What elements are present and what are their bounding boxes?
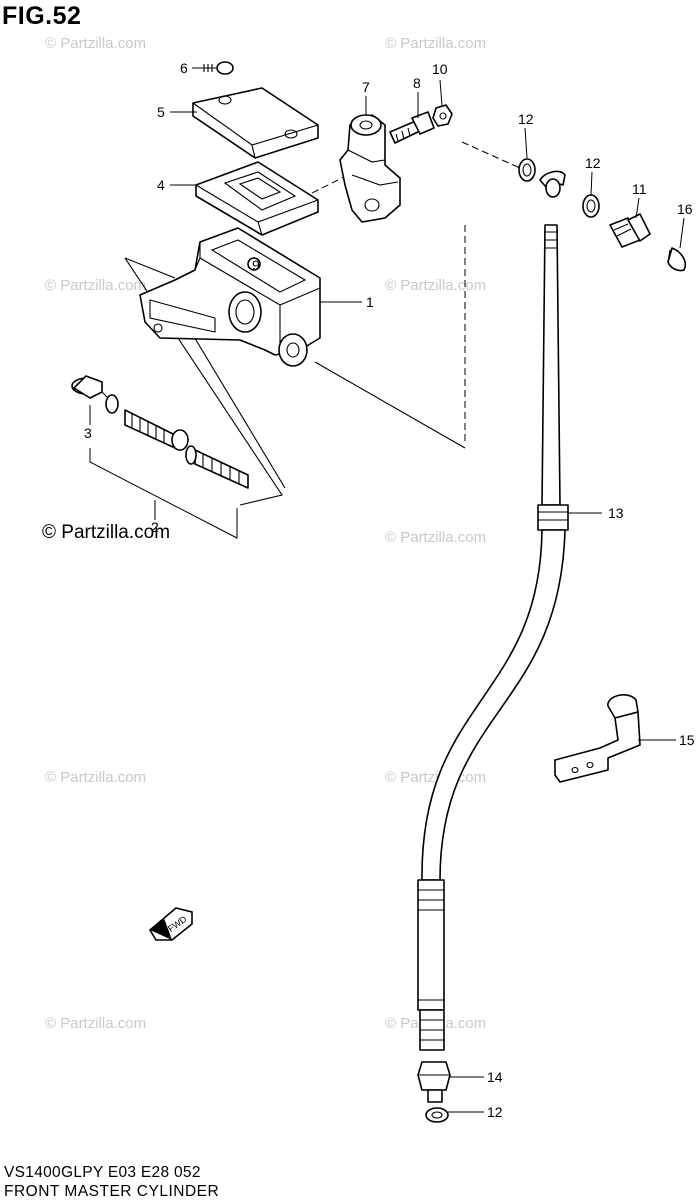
watermark: © Partzilla.com xyxy=(45,1015,146,1032)
part-4-diaphragm xyxy=(195,161,319,236)
part-8-bolt xyxy=(389,111,435,144)
watermark: © Partzilla.com xyxy=(45,277,146,294)
watermark: © Partzilla.com xyxy=(385,277,486,294)
figure-caption: FRONT MASTER CYLINDER xyxy=(4,1183,220,1200)
callout-14: 14 xyxy=(487,1069,503,1085)
callout-numbers: 6 5 4 7 8 10 12 12 11 16 1 9 3 2 13 15 1… xyxy=(84,60,695,1120)
fwd-arrow-icon: FWD xyxy=(148,907,193,941)
callout-6: 6 xyxy=(180,60,188,76)
part-13-brake-hose xyxy=(417,170,569,1051)
part-3-boot xyxy=(71,375,119,414)
callout-9: 9 xyxy=(252,257,260,273)
watermark: © Partzilla.com xyxy=(385,35,486,52)
callout-1: 1 xyxy=(366,294,374,310)
part-7-lever-holder xyxy=(339,114,401,223)
callout-11: 11 xyxy=(632,181,647,197)
part-12-washer-lower xyxy=(425,1107,449,1123)
callout-8: 8 xyxy=(413,75,421,91)
part-11-union-bolt xyxy=(609,213,651,248)
callout-4: 4 xyxy=(157,177,165,193)
watermark: © Partzilla.com xyxy=(45,769,146,786)
callout-5: 5 xyxy=(157,104,165,120)
watermark: © Partzilla.com xyxy=(45,35,146,52)
callout-13: 13 xyxy=(608,505,624,521)
part-6-screw xyxy=(199,61,234,75)
part-16-cap xyxy=(667,247,687,272)
part-15-hose-clamp xyxy=(554,694,641,783)
part-14-fitting xyxy=(417,1061,451,1103)
callout-3: 3 xyxy=(84,425,92,441)
part-12-washer-middle xyxy=(582,194,600,218)
watermark: © Partzilla.com xyxy=(385,529,486,546)
brand-mark: © Partzilla.com xyxy=(42,522,171,543)
figure-title: FIG.52 xyxy=(2,2,82,30)
callout-12-middle: 12 xyxy=(585,155,601,171)
callout-10: 10 xyxy=(432,61,448,77)
part-12-washer-upper xyxy=(518,158,536,182)
part-10-nut xyxy=(432,104,453,127)
part-5-reservoir-cap xyxy=(192,87,319,159)
part-2-piston-assembly xyxy=(124,409,249,489)
part-1-master-cylinder xyxy=(139,227,321,367)
callout-15: 15 xyxy=(679,732,695,748)
model-code: VS1400GLPY E03 E28 052 xyxy=(4,1164,201,1181)
leader-lines xyxy=(89,67,685,1113)
callout-12-upper: 12 xyxy=(518,111,534,127)
callout-2: 2 xyxy=(151,519,159,535)
callout-16: 16 xyxy=(677,201,693,217)
callout-12-lower: 12 xyxy=(487,1104,503,1120)
callout-7: 7 xyxy=(362,79,370,95)
